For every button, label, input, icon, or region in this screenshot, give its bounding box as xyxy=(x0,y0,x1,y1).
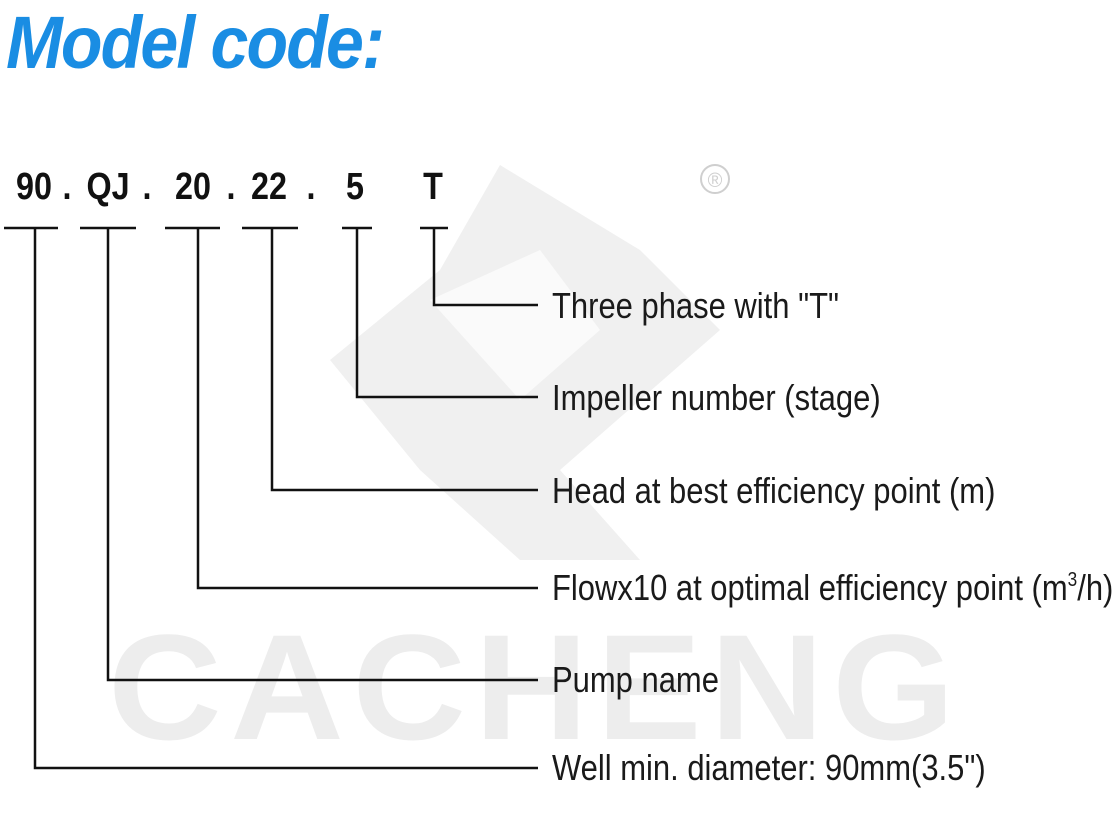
page-title: Model code: xyxy=(6,1,385,84)
desc-flow-suffix: /h) xyxy=(1077,567,1114,608)
registered-mark: ® xyxy=(700,164,730,194)
connector-20 xyxy=(196,228,538,590)
connector-22 xyxy=(270,228,538,492)
desc-pump-name: Pump name xyxy=(552,659,719,700)
desc-impeller-number: Impeller number (stage) xyxy=(552,377,881,418)
desc-well-diameter: Well min. diameter: 90mm(3.5") xyxy=(552,747,986,788)
watermark-text: CACHENG xyxy=(108,603,964,771)
code-segment-qj: QJ xyxy=(86,166,130,208)
desc-flow: Flowx10 at optimal efficiency point (m3/… xyxy=(552,570,1113,606)
code-dot: . xyxy=(62,166,72,208)
code-dot: . xyxy=(306,166,316,208)
desc-three-phase: Three phase with "T" xyxy=(552,285,839,326)
code-segment-90: 90 xyxy=(16,166,52,208)
connector-90 xyxy=(33,228,538,770)
code-segment-20: 20 xyxy=(175,166,211,208)
code-segment-5: 5 xyxy=(346,166,364,208)
desc-head: Head at best efficiency point (m) xyxy=(552,470,996,511)
watermark-logo-cut xyxy=(430,250,600,400)
code-segment-t: T xyxy=(423,166,443,208)
code-dot: . xyxy=(226,166,236,208)
code-dot: . xyxy=(142,166,152,208)
desc-flow-prefix: Flowx10 at optimal efficiency point (m xyxy=(552,567,1068,608)
connector-qj xyxy=(106,228,538,682)
connector-t xyxy=(432,228,538,307)
desc-flow-superscript: 3 xyxy=(1067,569,1078,591)
code-segment-22: 22 xyxy=(251,166,287,208)
connector-5 xyxy=(355,228,538,399)
